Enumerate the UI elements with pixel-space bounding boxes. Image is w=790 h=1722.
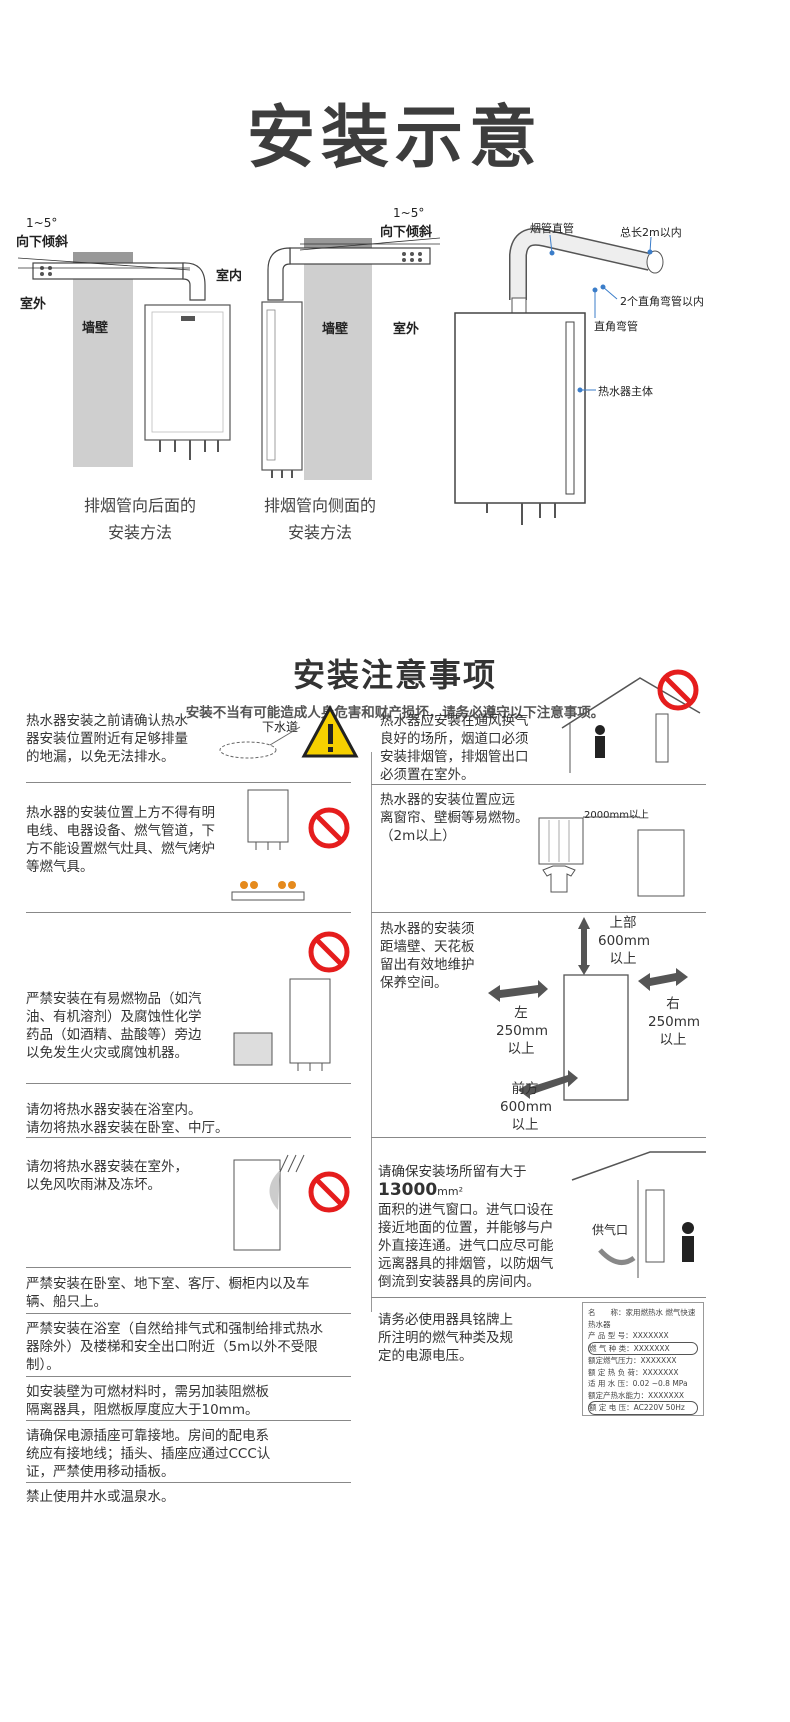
rain-heater-illustration <box>233 1154 305 1251</box>
clearance-illustration <box>488 917 688 1101</box>
angle-label: 1~5° <box>26 216 58 230</box>
note-no-bedroom: 严禁安装在卧室、地下室、客厅、橱柜内以及车辆、船只上。 <box>26 1276 310 1310</box>
prohibited-icon <box>657 669 699 711</box>
nameplate-row: 额 定 电 压：AC220V 50Hz <box>588 1401 698 1415</box>
nameplate: 名 称：家用燃热水 燃气快速热水器 产 品 型 号：XXXXXXX 燃 气 种 … <box>582 1302 704 1416</box>
elbow-label: 直角弯管 <box>594 320 638 333</box>
prohibited-icon <box>308 1171 350 1213</box>
nameplate-row: 额 定 热 负 荷：XXXXXXX <box>588 1367 679 1377</box>
canister-heater-illustration <box>233 978 331 1071</box>
note-grounding: 请确保电源插座可靠接地。房间的配电系统应有接地线；插头、插座应通过CCC认证，严… <box>26 1428 271 1480</box>
nameplate-row: 额定产热水能力：XXXXXXX <box>588 1390 684 1400</box>
divider <box>26 1267 351 1268</box>
air-inlet-label: 供气口 <box>592 1223 629 1237</box>
section-subtitle: 安装不当有可能造成人身危害和财产损坏，请务必遵守以下注意事项。 <box>185 705 605 721</box>
wall-label: 墙壁 <box>82 321 109 336</box>
divider <box>26 1376 351 1377</box>
stove-heater-illustration <box>231 789 305 901</box>
distance-label: 2000mm以上 <box>584 810 649 821</box>
divider <box>371 1297 706 1298</box>
section-title: 安装注意事项 <box>292 656 497 694</box>
divider <box>26 1420 351 1421</box>
note-nameplate: 请务必使用器具铭牌上所注明的燃气种类及规定的电源电压。 <box>378 1312 513 1364</box>
note-drain: 热水器安装之前请确认热水器安装位置附近有足够排量的地漏，以免无法排水。 <box>26 713 188 765</box>
nameplate-row: 适 用 水 压：0.02 ~0.8 MPa <box>588 1379 688 1388</box>
page-title: 安装示意 <box>246 99 543 178</box>
divider <box>26 912 351 913</box>
nameplate-row: 名 称：家用燃热水 燃气快速热水器 <box>588 1308 696 1329</box>
side-flue-illustration <box>261 237 441 480</box>
divider <box>26 1313 351 1314</box>
note-stairs: 严禁安装在浴室（自然给排气式和强制给排式热水器除外）及楼梯和安全出口附近（5m以… <box>26 1321 323 1373</box>
rear-caption: 排烟管向后面的安装方法 <box>83 496 196 542</box>
flue-straight-label: 烟管直管 <box>530 222 574 235</box>
curtain-heater-illustration <box>538 816 685 897</box>
nameplate-row: 产 品 型 号：XXXXXXX <box>588 1331 669 1340</box>
components-illustration <box>454 227 664 525</box>
divider <box>26 1482 351 1483</box>
divider <box>371 784 706 785</box>
note-no-gas-above: 热水器的安装位置上方不得有明电线、电器设备、燃气管道，下方不能设置燃气灶具、燃气… <box>26 805 215 875</box>
elbow-limit-label: 2个直角弯管以内 <box>620 295 704 308</box>
slope-label-2: 向下倾斜 <box>380 225 433 240</box>
divider <box>26 1137 351 1138</box>
wall-label-2: 墙壁 <box>322 322 349 337</box>
angle-label-2: 1~5° <box>393 206 425 220</box>
note-flammables: 严禁安装在有易燃物品（如汽油、有机溶剂）及腐蚀性化学药品（如酒精、盐酸等）旁边以… <box>26 991 202 1061</box>
drain-icon <box>219 726 301 759</box>
total-length-label: 总长2m以内 <box>620 226 682 239</box>
divider <box>26 782 351 783</box>
slope-label: 向下倾斜 <box>16 235 69 250</box>
note-air-inlet: 请确保安装场所留有大于13000mm² 面积的进气窗口。进气口设在接近地面的位置… <box>378 1164 554 1290</box>
rear-flue-illustration <box>17 252 231 467</box>
note-no-bathroom: 请勿将热水器安装在浴室内。请勿将热水器安装在卧室、中厅。 <box>26 1102 229 1136</box>
indoor-label: 室内 <box>216 269 243 284</box>
divider <box>26 1083 351 1084</box>
nameplate-row: 燃 气 种 类：XXXXXXX <box>588 1341 698 1355</box>
outdoor-label: 室外 <box>20 297 47 312</box>
prohibited-icon <box>308 931 350 973</box>
note-ventilation: 热水器应安装在通风换气良好的场所，烟道口必须安装排烟管，排烟管出口必须置在室外。 <box>380 713 529 783</box>
outdoor-label-2: 室外 <box>393 322 420 337</box>
divider <box>371 1137 706 1138</box>
column-divider <box>371 752 372 1312</box>
note-away-curtains: 热水器的安装位置应远离窗帘、壁橱等易燃物。（2m以上） <box>380 792 529 844</box>
heater-body-label: 热水器主体 <box>598 385 653 398</box>
note-clearance: 热水器的安装须距墙壁、天花板留出有效地维护保养空间。 <box>380 921 475 991</box>
drain-label: 下水道 <box>262 720 299 734</box>
note-flame-board: 如安装壁为可燃材料时，需另加装阻燃板隔离器具，阻燃板厚度应大于10mm。 <box>26 1384 269 1418</box>
house-vent-illustration <box>561 677 701 773</box>
air-inlet-illustration <box>571 1151 706 1278</box>
nameplate-row: 额定燃气压力：XXXXXXX <box>588 1356 677 1365</box>
note-water-source: 禁止使用井水或温泉水。 <box>26 1489 175 1505</box>
divider <box>371 912 706 913</box>
side-caption: 排烟管向侧面的安装方法 <box>263 496 376 542</box>
prohibited-icon <box>308 807 350 849</box>
warning-icon <box>301 704 359 758</box>
note-no-outdoor: 请勿将热水器安装在室外，以免风吹雨淋及冻坏。 <box>26 1159 188 1193</box>
